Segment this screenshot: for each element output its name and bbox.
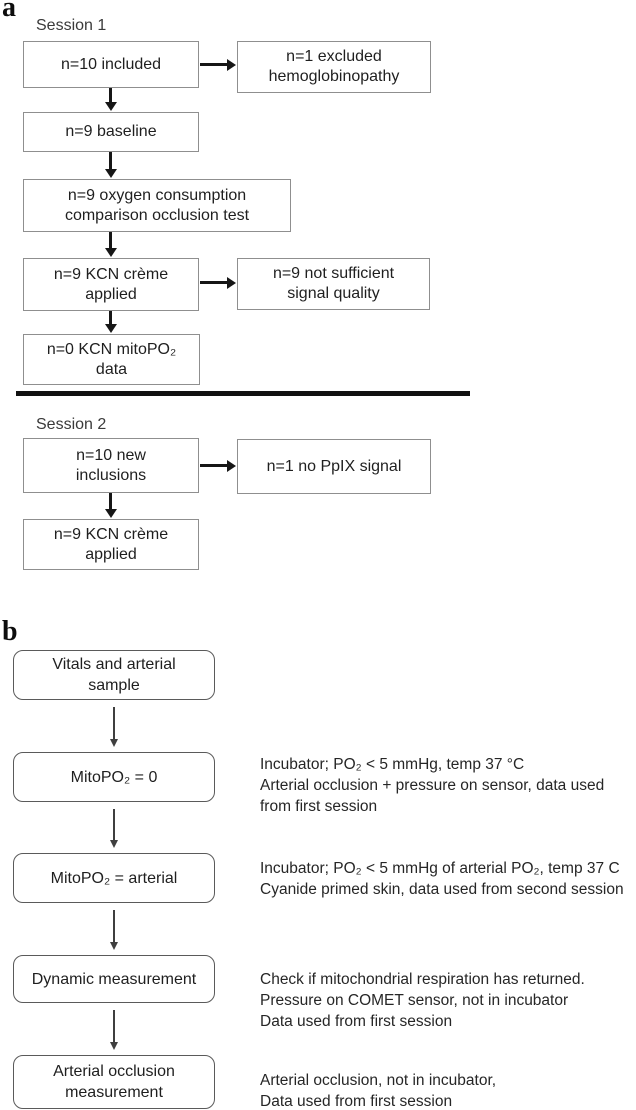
arrow-kcn-to-not-sufficient [200,281,227,284]
arrow-mito-zero-to-mito-arterial [113,809,115,840]
session-2-label: Session 2 [36,416,107,433]
arrow-dynamic-to-arterial-occlusion [113,1010,115,1042]
arrow-mito-arterial-to-dynamic [113,910,115,942]
box-n1-no-ppix-signal: n=1 no PpIX signal [237,439,431,494]
arrow-occlusion-test-to-kcn [109,232,112,248]
box-n10-included: n=10 included [23,41,199,88]
arrow-included-to-baseline [109,88,112,102]
panel-b-label: b [2,616,18,647]
box-n9-baseline: n=9 baseline [23,112,199,152]
arrow-new-inclusions-to-no-ppix [200,464,227,467]
arrow-baseline-to-occlusion-test [109,152,112,169]
arrow-included-to-excluded [200,63,227,66]
session-1-label: Session 1 [36,17,107,34]
annotation-mitopo2-arterial: Incubator; PO₂ < 5 mmHg of arterial PO₂,… [260,860,624,898]
panel-a-label: a [2,0,16,23]
session-divider [16,391,470,396]
box-mitopo2-arterial: MitoPO₂ = arterial [13,853,215,903]
annotation-arterial-occlusion: Arterial occlusion, not in incubator,Dat… [260,1072,497,1110]
box-mitopo2-zero: MitoPO₂ = 0 [13,752,215,802]
arrow-kcn-to-no-data [109,311,112,324]
box-dynamic-measurement: Dynamic measurement [13,955,215,1003]
arrow-vitals-to-mito-zero [113,707,115,739]
annotation-dynamic-measurement: Check if mitochondrial respiration has r… [260,971,585,1030]
arrow-new-inclusions-to-kcn [109,493,112,509]
